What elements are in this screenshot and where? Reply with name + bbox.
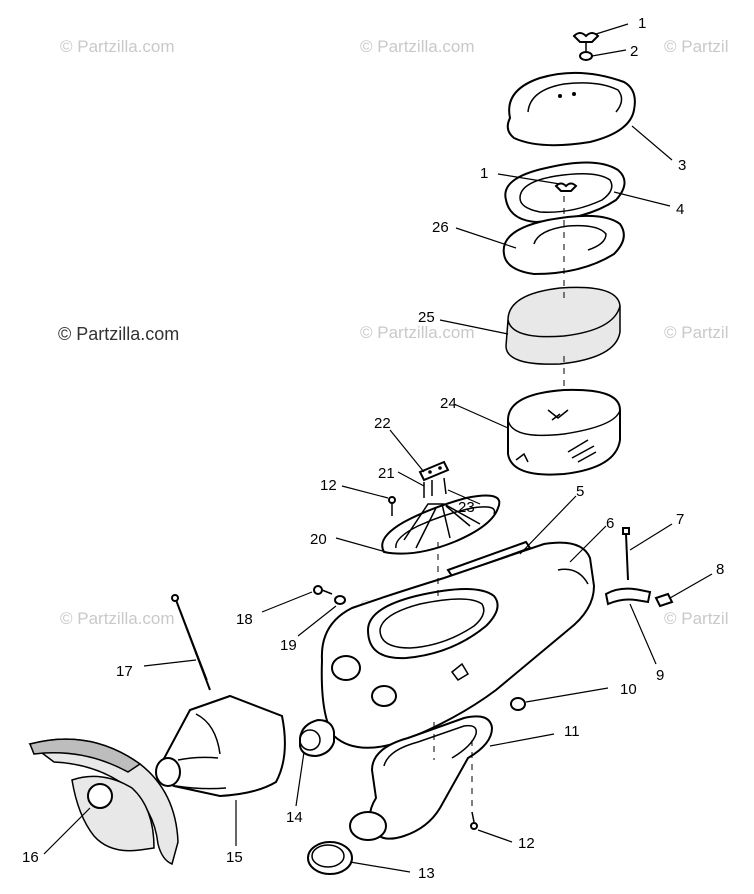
screw-upper	[388, 496, 396, 516]
callout-number: 1	[480, 165, 488, 182]
callout-number: 18	[236, 611, 253, 628]
callout-number: 1	[638, 15, 646, 32]
watermark: © Partzil	[664, 37, 728, 56]
callout-number: 12	[320, 477, 337, 494]
callout-number: 10	[620, 681, 637, 698]
watermark: © Partzilla.com	[360, 323, 475, 342]
watermark: © Partzilla.com	[360, 37, 475, 56]
screw-lower	[470, 811, 478, 830]
callout-number: 5	[576, 483, 584, 500]
watermark: © Partzil	[664, 323, 728, 342]
callout-number: 25	[418, 309, 435, 326]
filter-support	[381, 494, 501, 555]
grommet	[510, 697, 526, 711]
coupler	[299, 718, 335, 758]
intake-funnel	[155, 694, 286, 798]
drain-hose	[604, 587, 652, 606]
watermark: © Partzilla.com	[60, 37, 175, 56]
callout-number: 9	[656, 667, 664, 684]
callout-number: 6	[606, 515, 614, 532]
callout-number: 7	[676, 511, 684, 528]
callout-number: 17	[116, 663, 133, 680]
callout-number: 26	[432, 219, 449, 236]
gasket	[504, 161, 626, 224]
callout-number: 3	[678, 157, 686, 174]
watermark: © Partzilla.com	[60, 609, 175, 628]
filter-element	[507, 388, 621, 476]
screw-washer	[313, 585, 346, 605]
callout-number: 4	[676, 201, 684, 218]
alignment-lines	[433, 196, 565, 810]
callout-number: 23	[458, 499, 475, 516]
callout-number: 19	[280, 637, 297, 654]
callout-number: 21	[378, 465, 395, 482]
leader-lines	[43, 23, 713, 873]
shroud	[28, 738, 179, 866]
callout-number: 14	[286, 809, 303, 826]
wing-nut-top	[572, 32, 600, 52]
callout-number: 12	[518, 835, 535, 852]
callout-number: 24	[440, 395, 457, 412]
bracket-plate	[418, 460, 450, 498]
callout-number: 8	[716, 561, 724, 578]
intake-cap	[307, 841, 353, 875]
callout-numbers: 1 2 3 1 4 26 25 24 22 21 12 23 5 6 7 20 …	[22, 15, 724, 882]
watermark: © Partzil	[664, 609, 728, 628]
callout-number: 16	[22, 849, 39, 866]
long-bolt	[171, 594, 211, 691]
air-box-cover	[506, 71, 636, 147]
callout-number: 11	[564, 723, 580, 740]
washer	[579, 51, 593, 61]
callout-number: 2	[630, 43, 638, 60]
hose-plug	[654, 592, 674, 608]
foam-prefilter	[505, 286, 621, 365]
callout-number: 13	[418, 865, 435, 882]
bolt	[622, 527, 630, 581]
air-box-housing	[320, 541, 596, 749]
callout-number: 15	[226, 849, 243, 866]
callout-number: 22	[374, 415, 391, 432]
outlet-boot	[349, 715, 494, 841]
callout-number: 20	[310, 531, 327, 548]
watermark-strong: © Partzilla.com	[58, 324, 179, 344]
